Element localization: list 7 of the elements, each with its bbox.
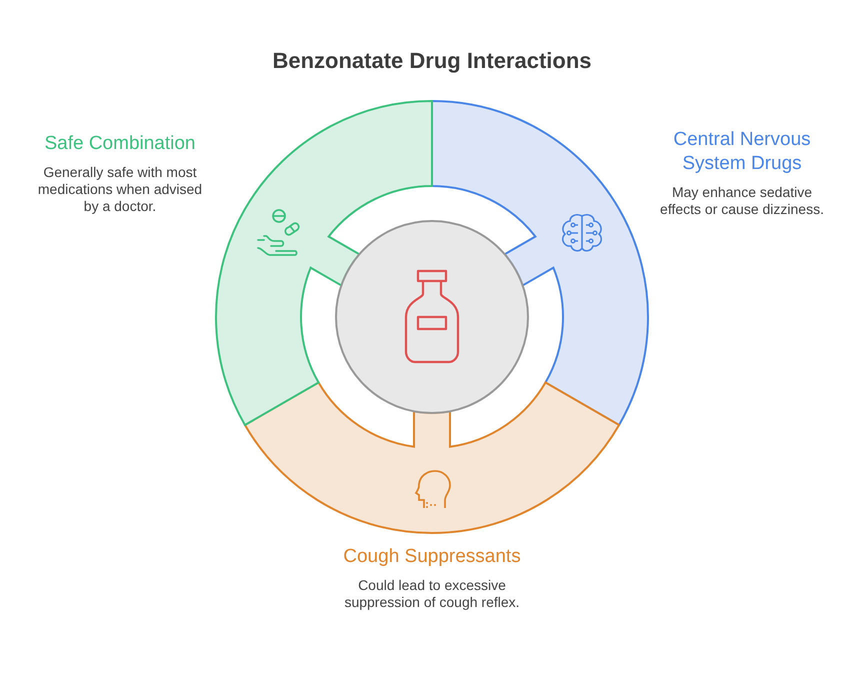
segment-description: May enhance sedative effects or cause dizziness. (659, 184, 825, 218)
segment-description: Generally safe with most medications when advised by a doctor. (36, 164, 204, 215)
segment-heading: Safe Combination (43, 132, 197, 156)
segment-description: Could lead to excessive suppression of cough reflex. (343, 577, 521, 611)
segment-heading: Central Nervous System Drugs (672, 128, 812, 176)
diagram-title: Benzonatate Drug Interactions (271, 48, 593, 74)
segment-heading: Cough Suppressants (342, 545, 522, 569)
